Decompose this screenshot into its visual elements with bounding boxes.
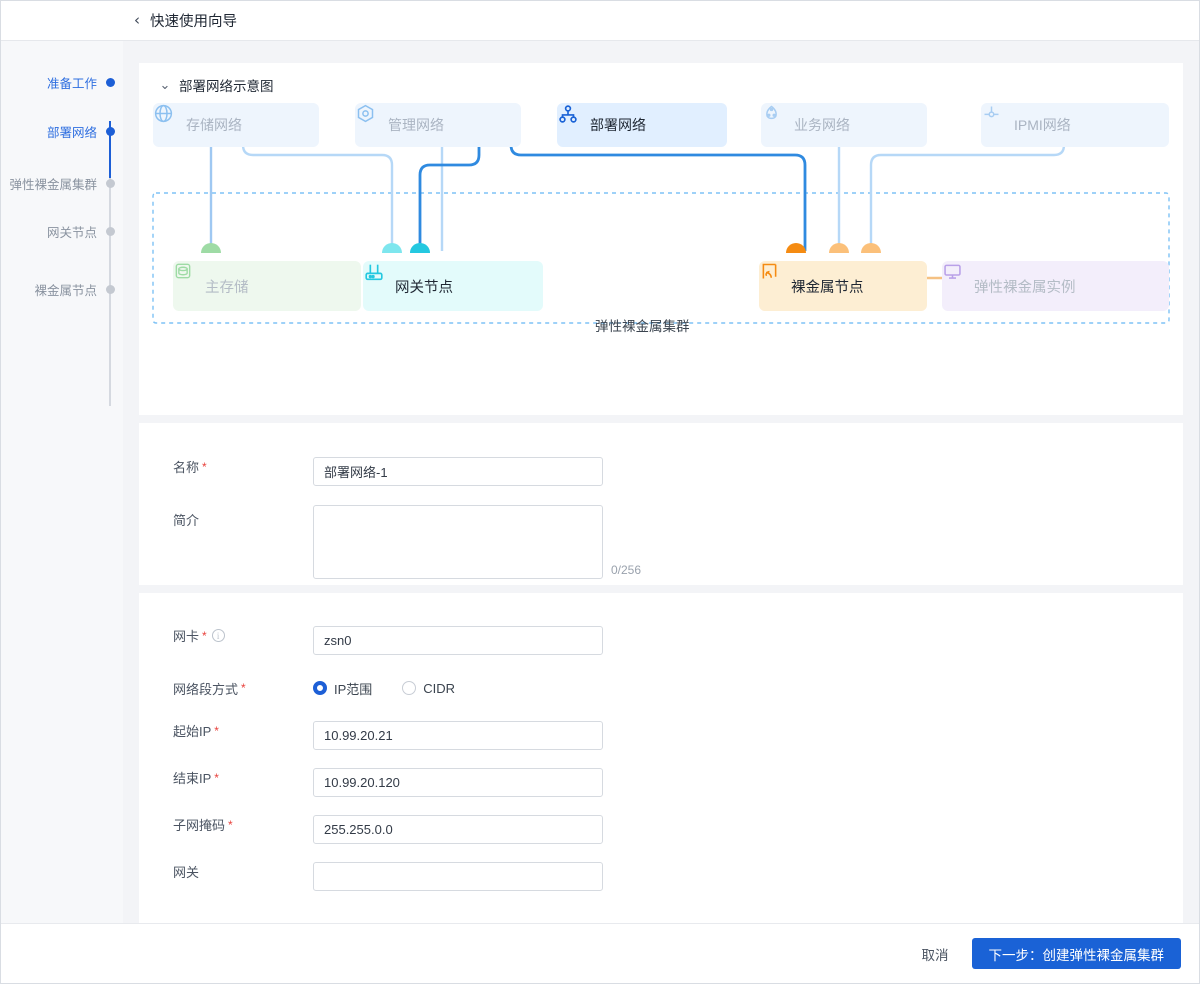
field-label-name: 名称* — [173, 459, 207, 475]
field-gateway: 网关 — [173, 862, 603, 891]
field-end-ip: 结束IP* — [173, 768, 603, 797]
ipmi-connector-icon — [984, 106, 999, 118]
required-marker: * — [241, 681, 246, 695]
chevron-down-icon: ⌄ — [159, 77, 171, 93]
node-card-bare-metal[interactable]: 裸金属节点 — [759, 261, 927, 311]
net-card-label: 存储网络 — [186, 117, 242, 133]
net-card-label: 部署网络 — [590, 117, 646, 133]
step-label: 网关节点 — [46, 225, 97, 240]
sidebar-item-bare-metal-node[interactable]: 裸金属节点 — [34, 280, 123, 298]
diagram-panel: ⌄ 部署网络示意图 — [139, 63, 1183, 415]
segment-mode-radio-group: IP范围 CIDR — [313, 674, 455, 702]
step-label: 弹性裸金属集群 — [9, 177, 97, 192]
diagram-title: 部署网络示意图 — [179, 79, 274, 94]
description-counter: 0/256 — [611, 563, 642, 577]
field-label-netmask: 子网掩码* — [173, 817, 233, 833]
hexagon-target-icon — [357, 104, 374, 123]
field-nic: 网卡* i — [173, 626, 603, 655]
field-segment-mode: 网络段方式* IP范围 CIDR — [173, 674, 455, 702]
field-label-end-ip: 结束IP* — [173, 770, 219, 786]
diagram-collapse-header[interactable]: ⌄ 部署网络示意图 — [157, 75, 274, 95]
radio-ip-range[interactable]: IP范围 — [313, 679, 372, 698]
step-sidebar: 准备工作 部署网络 弹性裸金属集群 网关节点 裸金属节点 — [1, 41, 123, 923]
sidebar-item-deploy-network[interactable]: 部署网络 — [47, 122, 123, 140]
page-title: 快速使用向导 — [150, 14, 237, 30]
net-card-label: 管理网络 — [388, 117, 444, 133]
step-label: 部署网络 — [46, 125, 97, 140]
bare-metal-signal-icon — [762, 263, 777, 279]
topology-icon — [559, 105, 577, 123]
netmask-input[interactable] — [313, 815, 603, 844]
node-card-label: 弹性裸金属实例 — [974, 279, 1076, 296]
name-input[interactable] — [313, 457, 603, 486]
step-dot-icon — [106, 77, 115, 87]
step-label: 准备工作 — [46, 76, 97, 91]
database-icon — [175, 263, 191, 279]
basic-info-panel: 名称* 简介 0/256 — [139, 423, 1183, 585]
nic-input[interactable] — [313, 626, 603, 655]
cluster-label: 弹性裸金属集群 — [595, 319, 690, 334]
radio-label: IP范围 — [334, 681, 373, 697]
field-label-description: 简介 — [173, 513, 200, 528]
field-netmask: 子网掩码* — [173, 815, 603, 844]
field-label-nic: 网卡* i — [173, 626, 313, 645]
required-marker: * — [202, 628, 207, 643]
required-marker: * — [214, 770, 219, 785]
radio-label: CIDR — [423, 680, 456, 696]
back-chevron-icon[interactable]: ‹ — [134, 11, 140, 29]
top-bar: ‹ 快速使用向导 — [1, 1, 1199, 41]
node-card-label: 网关节点 — [395, 279, 453, 296]
sidebar-item-preparation[interactable]: 准备工作 — [47, 73, 123, 91]
gateway-input[interactable] — [313, 862, 603, 891]
required-marker: * — [202, 459, 207, 474]
step-dot-icon — [106, 226, 115, 236]
footer-bar: 取消 下一步：创建弹性裸金属集群 — [1, 923, 1199, 983]
field-name: 名称* — [173, 457, 603, 486]
globe-icon — [154, 104, 173, 123]
step-dot-icon — [106, 284, 115, 294]
net-card-deploy-network[interactable]: 部署网络 — [557, 103, 727, 147]
step-label: 裸金属节点 — [34, 283, 97, 298]
cluster-dashed-region — [152, 192, 1170, 324]
step-connector-active — [108, 121, 111, 178]
net-card-label: 业务网络 — [794, 117, 850, 133]
cancel-button[interactable]: 取消 — [921, 947, 949, 963]
cloud-dots-icon — [766, 105, 777, 120]
net-card-management-network[interactable]: 管理网络 — [355, 103, 521, 147]
sidebar-item-bare-metal-cluster[interactable]: 弹性裸金属集群 — [9, 174, 123, 192]
step-dot-icon — [106, 178, 115, 188]
diagram-connections — [152, 113, 1170, 324]
radio-cidr[interactable]: CIDR — [402, 681, 455, 696]
field-label-start-ip: 起始IP* — [173, 723, 219, 739]
next-step-button[interactable]: 下一步：创建弹性裸金属集群 — [971, 938, 1181, 969]
field-label-gateway: 网关 — [173, 865, 200, 880]
node-card-label: 裸金属节点 — [791, 279, 864, 296]
net-card-business-network[interactable]: 业务网络 — [761, 103, 927, 147]
monitor-icon — [944, 264, 961, 279]
info-icon[interactable]: i — [211, 629, 225, 642]
net-card-ipmi-network[interactable]: IPMI网络 — [981, 103, 1169, 147]
net-card-label: IPMI网络 — [1014, 117, 1071, 133]
network-config-panel: 网卡* i 网络段方式* IP范围 CIDR — [139, 593, 1183, 923]
radio-dot-icon — [313, 681, 327, 695]
net-card-storage-network[interactable]: 存储网络 — [153, 103, 319, 147]
body-area: 准备工作 部署网络 弹性裸金属集群 网关节点 裸金属节点 — [1, 41, 1199, 983]
required-marker: * — [228, 817, 233, 832]
required-marker: * — [214, 723, 219, 738]
end-ip-input[interactable] — [313, 768, 603, 797]
node-card-label: 主存储 — [205, 279, 249, 296]
network-diagram: 存储网络 管理网络 部署网络 — [139, 103, 1183, 403]
radio-dot-icon — [402, 681, 417, 695]
router-icon — [365, 264, 383, 281]
sidebar-item-gateway-node[interactable]: 网关节点 — [47, 222, 123, 240]
field-label-segment-mode: 网络段方式* — [173, 681, 246, 697]
start-ip-input[interactable] — [313, 721, 603, 750]
field-description: 简介 0/256 — [173, 505, 641, 579]
node-card-elastic-instance[interactable]: 弹性裸金属实例 — [942, 261, 1169, 311]
node-card-gateway[interactable]: 网关节点 — [363, 261, 543, 311]
node-card-primary-storage[interactable]: 主存储 — [173, 261, 361, 311]
description-textarea[interactable] — [313, 505, 603, 579]
field-start-ip: 起始IP* — [173, 721, 603, 750]
step-dot-icon — [106, 126, 115, 136]
